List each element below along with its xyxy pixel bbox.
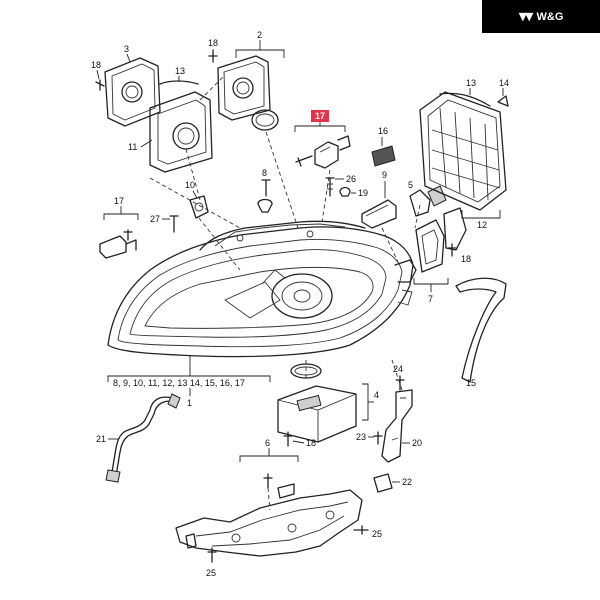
part-18-screw-a: 18 xyxy=(91,60,105,91)
callout-7: 7 xyxy=(428,294,433,304)
highlight-box xyxy=(311,110,329,122)
part-21-cable: 21 xyxy=(96,393,181,483)
part-18-screw-c: 18 xyxy=(447,243,471,264)
part-27-screw: 27 xyxy=(150,214,179,233)
callout-14: 14 xyxy=(499,78,509,88)
part-10-bulb: 10 xyxy=(185,180,209,219)
callout-26: 26 xyxy=(346,174,356,184)
callout-20: 20 xyxy=(412,438,422,448)
brand-name: W&G xyxy=(536,10,564,23)
callout-5: 5 xyxy=(408,180,413,190)
part-12-cover: 12 xyxy=(419,91,507,230)
callout-18d: 18 xyxy=(306,438,316,448)
callout-18b: 18 xyxy=(208,38,218,48)
brand-logo: ▼▼ W&G xyxy=(482,0,600,33)
part-18-screw-d: 18 xyxy=(283,431,316,448)
assembly-lines xyxy=(149,131,421,511)
part-3-ballast: 3 xyxy=(104,44,161,127)
callout-9: 9 xyxy=(382,170,387,180)
part-13-clip-left: 13 xyxy=(159,66,199,85)
callout-16: 16 xyxy=(378,126,388,136)
callout-6: 6 xyxy=(265,438,270,448)
part-17-left-group: 17 xyxy=(99,196,139,259)
callout-23: 23 xyxy=(356,432,366,442)
part-5-bulb: 5 xyxy=(408,180,447,217)
part-16-plate: 16 xyxy=(371,126,396,167)
part-11-lamp-bracket: 11 xyxy=(128,74,226,201)
part-19-cap: 19 xyxy=(339,186,368,198)
part-22-connector: 22 xyxy=(373,473,412,493)
callout-17-highlighted: 17 xyxy=(315,111,325,121)
part-13-clip-right: 13 xyxy=(439,78,491,107)
part-20-bracket: 20 xyxy=(381,389,422,463)
callout-8: 8 xyxy=(262,168,267,178)
callout-3: 3 xyxy=(124,44,129,54)
callout-25a: 25 xyxy=(372,529,382,539)
callout-4: 4 xyxy=(374,390,379,400)
part-7-trim: 7 xyxy=(413,207,467,304)
part-8-screw: 8 xyxy=(257,168,273,213)
part-2-group: 2 xyxy=(217,30,285,131)
callout-21: 21 xyxy=(96,434,106,444)
part-18-screw-b: 18 xyxy=(208,38,218,63)
callout-1-group: 8, 9, 10, 11, 12, 13 14, 15, 16, 17 xyxy=(113,378,245,388)
callout-12: 12 xyxy=(477,220,487,230)
part-17-highlighted: 17 xyxy=(294,110,351,169)
callout-2: 2 xyxy=(257,30,262,40)
callout-27: 27 xyxy=(150,214,160,224)
callout-24: 24 xyxy=(393,364,403,374)
part-14-clip: 14 xyxy=(497,78,509,107)
callout-13a: 13 xyxy=(175,66,185,76)
callout-19: 19 xyxy=(358,188,368,198)
headlamp-housing xyxy=(107,220,417,358)
part-9-connector: 9 xyxy=(361,170,397,229)
brand-mark-icon: ▼▼ xyxy=(518,10,534,23)
callout-18a: 18 xyxy=(91,60,101,70)
callout-1-bracket: 8, 9, 10, 11, 12, 13 14, 15, 16, 17 1 xyxy=(107,356,271,408)
callout-18c: 18 xyxy=(461,254,471,264)
callout-11: 11 xyxy=(128,142,137,152)
callout-13b: 13 xyxy=(466,78,476,88)
callout-1: 1 xyxy=(187,398,192,408)
callout-17b: 17 xyxy=(114,196,124,206)
part-15-trim-strip: 15 xyxy=(455,277,507,388)
callout-25b: 25 xyxy=(206,568,216,578)
part-6-mount-bracket: 6 xyxy=(175,438,363,557)
part-4-control-module: 4 xyxy=(277,363,379,443)
part-23-screw: 23 xyxy=(356,431,383,445)
callout-22: 22 xyxy=(402,477,412,487)
callout-10: 10 xyxy=(185,180,195,190)
callout-15: 15 xyxy=(466,378,476,388)
part-25-screws: 25 25 xyxy=(206,525,382,578)
